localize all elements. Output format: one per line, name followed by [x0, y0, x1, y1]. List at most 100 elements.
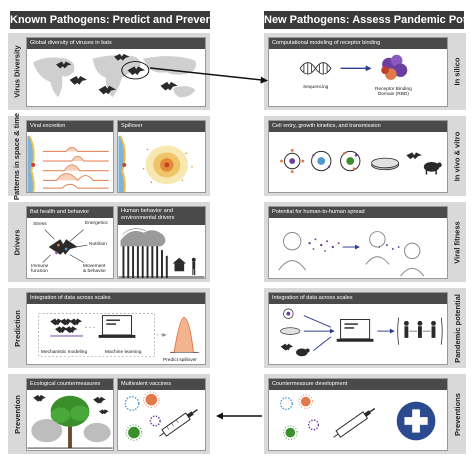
left-header: Known Pathogens: Predict and Prevent spi…	[10, 11, 210, 29]
label-rbd: Receptor Binding Domain (RBD)	[375, 87, 412, 97]
virus-icon	[280, 148, 305, 174]
panel-title: Global diversity of viruses in bats	[27, 38, 205, 49]
syringe-icon	[159, 408, 198, 437]
left-side-label-4: Prediction	[12, 309, 22, 347]
petri-dish-icon	[371, 157, 400, 171]
right-side-label-2: In vivo & vitro	[452, 131, 462, 181]
panel-viral-excretion: Viral excretion	[26, 120, 114, 193]
panel-global-diversity: Global diversity of viruses in bats	[26, 37, 206, 107]
virus-icon	[143, 391, 160, 408]
vaccine-illustration	[124, 391, 198, 441]
panel-bat-health: Bat health and behavior Stress Energetic	[26, 206, 114, 279]
label-immune: Immune function	[31, 264, 49, 274]
left-side-label-3: Drivers	[12, 229, 22, 255]
label-predict-spillover: Predict spillover	[163, 358, 197, 363]
panel-title: Potential for human-to-human spread	[269, 207, 447, 218]
panel-title: Integration of data across scales	[27, 293, 205, 304]
label-nutrition: Nutrition	[89, 242, 107, 247]
bat-icon	[160, 81, 178, 91]
cell-entry-illustration	[280, 148, 442, 175]
dna-icon	[299, 62, 332, 75]
bat-icon	[114, 53, 130, 61]
panel-title: Cell entry, growth kinetics, and transmi…	[269, 121, 447, 132]
pig-icon	[296, 348, 310, 357]
panel-title: Countermeasure development	[269, 379, 447, 390]
forest-illustration	[118, 228, 205, 278]
panel-title: Viral excretion	[27, 121, 113, 132]
right-side-label-5: Preventions	[452, 392, 462, 436]
panel-title: Bat health and behavior	[27, 207, 113, 218]
label-movement: Movement & behavior	[83, 264, 106, 274]
label-sequencing: Sequencing	[303, 85, 329, 90]
person-icon	[403, 320, 436, 338]
bat-icon	[127, 66, 145, 76]
panel-integration-left: Integration of data across scales	[26, 292, 206, 365]
receptor-binding-illustration	[299, 54, 408, 80]
virus-icon	[149, 415, 161, 427]
right-header: New Pathogens: Assess Pandemic Potential	[264, 11, 464, 29]
virus-icon	[298, 394, 313, 409]
person-icon	[191, 257, 196, 276]
excretion-curves	[27, 135, 109, 192]
countermeasure-illustration	[279, 394, 436, 441]
panel-title: Spillover	[118, 121, 205, 132]
cell-icon	[340, 150, 361, 172]
integration-right-illustration	[280, 308, 443, 357]
panel-human-spread: Potential for human-to-human spread	[268, 206, 448, 279]
laptop-icon	[336, 319, 374, 342]
panel-receptor-binding: Computational modeling of receptor bindi…	[268, 37, 448, 107]
bat-icon	[98, 85, 116, 95]
virus-icon	[307, 419, 319, 431]
label-energetics: Energetics	[85, 221, 108, 226]
person-head-icon	[278, 232, 307, 271]
pig-icon	[423, 162, 442, 175]
highlight-ellipse	[121, 61, 150, 80]
bat-icon	[50, 318, 83, 334]
panel-title: Human behavior and environmental drivers	[118, 207, 205, 225]
bat-health-diagram	[42, 229, 88, 263]
left-side-label-5: Prevention	[12, 394, 22, 434]
virus-icon	[279, 397, 293, 411]
panel-title: Ecological countermeasures	[27, 379, 113, 390]
panel-cell-entry: Cell entry, growth kinetics, and transmi…	[268, 120, 448, 193]
arrow-to-prevention	[216, 412, 262, 420]
bat-icon	[56, 61, 72, 69]
medical-cross-icon	[396, 401, 436, 441]
panel-title: Computational modeling of receptor bindi…	[269, 38, 447, 49]
person-head-icon	[400, 242, 425, 277]
syringe-icon	[333, 407, 376, 438]
panel-title: Multivalent vaccines	[118, 379, 205, 390]
virus-icon	[124, 396, 140, 412]
laptop-icon	[98, 315, 136, 338]
house-icon	[172, 257, 187, 272]
left-side-label-1: Virus Diversity	[12, 45, 22, 98]
panel-countermeasure-development: Countermeasure development	[268, 378, 448, 451]
panel-multivalent-vaccines: Multivalent vaccines	[117, 378, 206, 451]
label-machine-learning: Machine learning	[105, 350, 142, 355]
virus-icon	[125, 424, 143, 441]
bat-icon	[280, 343, 294, 351]
panel-integration-right: Integration of data across scales	[268, 292, 448, 365]
panel-ecological-countermeasures: Ecological countermeasures	[26, 378, 114, 451]
bat-icon	[406, 152, 422, 160]
cell-icon	[311, 150, 332, 172]
panel-spillover: Spillover	[117, 120, 206, 193]
label-mechanistic-modeling: Mechanistic modeling	[41, 350, 88, 355]
label-stress: Stress	[33, 222, 47, 227]
right-side-label-4: Pandemic potential	[452, 293, 462, 363]
spillover-heatmap	[118, 135, 193, 192]
protein-icon	[381, 54, 408, 80]
bat-icon	[33, 394, 109, 415]
petri-dish-icon	[280, 327, 301, 335]
virus-icon	[283, 308, 294, 319]
integration-left-illustration	[38, 313, 200, 357]
panel-title: Integration of data across scales	[269, 293, 447, 304]
world-map-illustration	[32, 53, 197, 98]
person-head-icon	[365, 231, 390, 265]
human-spread-illustration	[278, 231, 425, 277]
right-side-label-3: Viral fitness	[452, 220, 462, 264]
bat-icon	[48, 239, 78, 255]
left-side-label-2: Patterns in space & time	[12, 112, 22, 200]
virus-icon	[283, 425, 298, 440]
